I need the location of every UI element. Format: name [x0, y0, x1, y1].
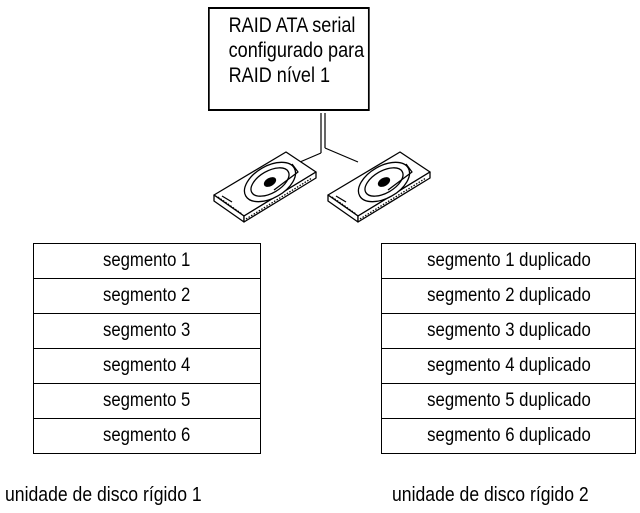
controller-line-2: configurado para — [228, 39, 365, 62]
table-row: segmento 3 duplicado — [381, 313, 636, 349]
segment-cell: segmento 4 duplicado — [381, 348, 636, 384]
table-row: segmento 4 — [33, 348, 261, 384]
table-row: segmento 2 duplicado — [381, 278, 636, 314]
controller-line-3: RAID nível 1 — [228, 64, 331, 87]
segment-cell: segmento 6 — [33, 418, 261, 454]
disk-2-label: unidade de disco rígido 2 — [392, 484, 589, 506]
connector-lines — [299, 113, 359, 163]
raid-controller-box: RAID ATA serial configurado para RAID ní… — [208, 7, 370, 111]
table-row: segmento 6 — [33, 418, 261, 454]
segment-cell: segmento 4 — [33, 348, 261, 384]
segment-cell: segmento 3 — [33, 313, 261, 349]
table-row: segmento 3 — [33, 313, 261, 349]
table-row: segmento 5 — [33, 383, 261, 419]
table-row: segmento 6 duplicado — [381, 418, 636, 454]
segment-cell: segmento 5 — [33, 383, 261, 419]
disk-2-segment-table: segmento 1 duplicado segmento 2 duplicad… — [381, 243, 636, 454]
table-row: segmento 4 duplicado — [381, 348, 636, 384]
segment-cell: segmento 2 duplicado — [381, 278, 636, 314]
segment-cell: segmento 6 duplicado — [381, 418, 636, 454]
segment-cell: segmento 1 — [33, 243, 261, 279]
segment-cell: segmento 1 duplicado — [381, 243, 636, 279]
table-row: segmento 1 — [33, 243, 261, 279]
segment-cell: segmento 2 — [33, 278, 261, 314]
controller-line-1: RAID ATA serial — [228, 14, 356, 37]
table-row: segmento 5 duplicado — [381, 383, 636, 419]
segment-cell: segmento 5 duplicado — [381, 383, 636, 419]
disk-1-segment-table: segmento 1 segmento 2 segmento 3 segment… — [33, 243, 261, 454]
disk-1-label: unidade de disco rígido 1 — [5, 484, 202, 506]
hard-drive-1-icon — [213, 151, 317, 223]
hard-drive-2-icon — [327, 151, 431, 223]
table-row: segmento 1 duplicado — [381, 243, 636, 279]
segment-cell: segmento 3 duplicado — [381, 313, 636, 349]
table-row: segmento 2 — [33, 278, 261, 314]
